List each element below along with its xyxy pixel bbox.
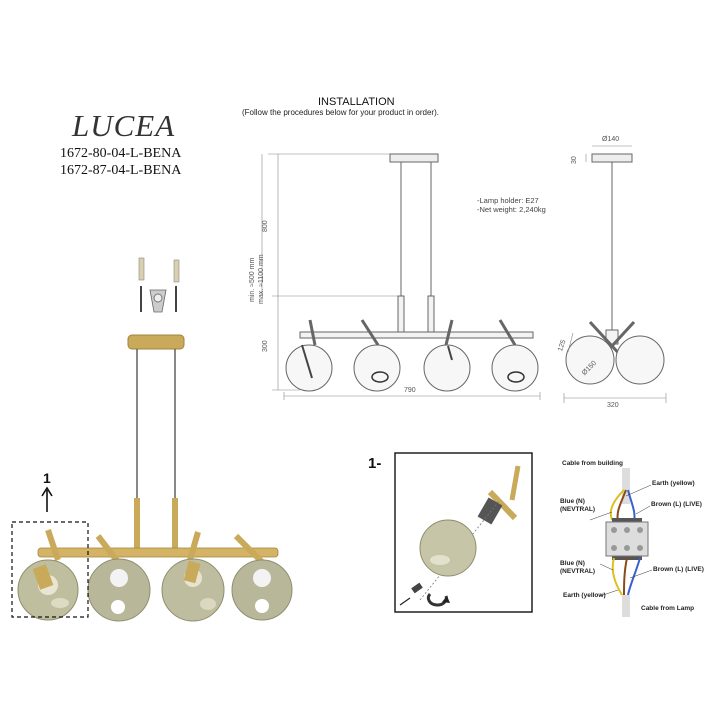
dim-depth: 320 — [607, 402, 619, 409]
label-cable-from-lamp: Cable from Lamp — [641, 605, 695, 612]
product-code-1: 1672-80-04-L-BENA — [60, 146, 182, 161]
dim-min-height: min. ≈500 mm — [249, 257, 256, 302]
brand-name: LUCEA — [72, 108, 176, 143]
label-blue-top: Blue (N) (NEVTRAL) — [560, 498, 596, 513]
installation-title: INSTALLATION — [318, 96, 395, 108]
detail-step-drawing — [394, 452, 533, 613]
dim-cable-length: 800 — [262, 220, 269, 232]
spec-lamp-holder: -Lamp holder: E27 — [477, 196, 539, 205]
dim-canopy-diameter: Ø140 — [602, 136, 620, 143]
side-view-dimension-lines — [563, 145, 667, 403]
label-earth-bottom: Earth (yellow) — [563, 592, 606, 599]
label-blue-bottom: Blue (N) (NEVTRAL) — [560, 560, 596, 575]
installation-subtitle: (Follow the procedures below for your pr… — [242, 108, 439, 117]
label-cable-from-building: Cable from building — [562, 460, 624, 467]
side-view-drawing — [565, 153, 665, 385]
label-earth-top: Earth (yellow) — [652, 480, 695, 487]
mounting-hardware-icon — [138, 257, 180, 313]
dim-max-height: max. ≈1100 mm — [258, 254, 265, 304]
product-code-2: 1672-87-04-L-BENA — [60, 163, 182, 178]
detail-callout-number: 1 — [43, 470, 51, 486]
dim-fixture-height: 300 — [262, 340, 269, 352]
wiring-diagram — [589, 468, 653, 617]
front-view-drawing — [285, 153, 539, 392]
dim-canopy-height: 30 — [571, 156, 578, 164]
label-brown-bottom: Brown (L) (LIVE) — [653, 566, 704, 573]
spec-net-weight: -Net weight: 2,240kg — [477, 205, 546, 214]
detail-callout-box — [11, 521, 89, 618]
dim-width: 790 — [404, 387, 416, 394]
detail-step-label: 1- — [368, 455, 382, 472]
label-brown-top: Brown (L) (LIVE) — [651, 501, 702, 508]
chandelier-illustration — [11, 257, 293, 622]
front-view-dimension-lines — [261, 153, 541, 400]
